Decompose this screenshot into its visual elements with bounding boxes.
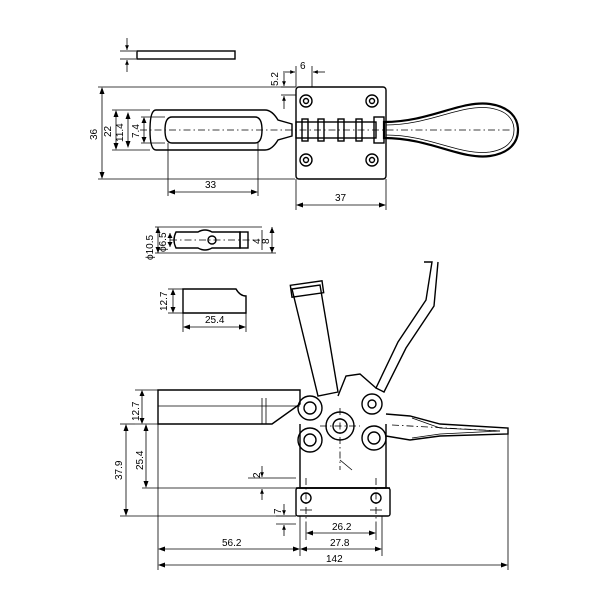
- dim-slot-inner: 11.4: [115, 123, 126, 142]
- slot: [164, 116, 263, 144]
- jaw-detail: 12.7 25.4: [159, 288, 247, 332]
- dim-jaw-height: 12.7: [159, 291, 170, 311]
- lever-hook: [375, 261, 439, 393]
- side-view: 12.7 37.9 25.4 2 7 26.2: [114, 261, 509, 570]
- handle-grip: [382, 102, 520, 158]
- dim-arm-reach: 56.2: [222, 538, 242, 549]
- pivot-joint: [361, 393, 383, 415]
- dim-top-hole-offset: 5.2: [270, 72, 281, 86]
- clamp-arm-side: [157, 389, 301, 425]
- dim-slot-width: 7.4: [131, 124, 142, 138]
- pivot-joint: [297, 427, 323, 453]
- dim-overall-height-top: 36: [89, 128, 100, 140]
- top-view: 6 5.2 36 22 11.4 7.4: [89, 38, 520, 210]
- mounting-hole: [299, 153, 313, 167]
- dim-pad-dia-inner: ϕ6.5: [158, 232, 169, 252]
- dim-pad-dia-outer: ϕ10.5: [145, 234, 156, 260]
- mounting-hole: [365, 94, 379, 108]
- dim-side-height-mid: 25.4: [135, 450, 146, 470]
- pad-detail: ϕ10.5 ϕ6.5 4 8: [145, 226, 276, 260]
- pivot-joint: [361, 425, 387, 451]
- pivot-joint: [297, 395, 323, 421]
- dim-side-height-total: 37.9: [114, 460, 125, 480]
- strap-plate: [136, 50, 236, 60]
- lever-upright: [291, 284, 339, 397]
- dim-jaw-length: 25.4: [205, 315, 225, 326]
- dim-hole-spacing-a: 26.2: [332, 522, 352, 533]
- mounting-hole: [365, 153, 379, 167]
- clamp-arm-top: [149, 109, 293, 151]
- dim-slot-length: 33: [205, 180, 217, 191]
- dim-top-hole-dia: 6: [300, 61, 306, 72]
- dim-pad-height-b: 8: [261, 238, 272, 244]
- dim-base-width: 37: [335, 193, 347, 204]
- dim-gap-small: 2: [252, 472, 263, 478]
- dim-hole-spacing-b: 27.8: [330, 538, 350, 549]
- dim-pad-height-a: 4: [252, 238, 263, 244]
- handle-side: [385, 413, 509, 441]
- dim-slot-outer: 22: [103, 125, 114, 137]
- mounting-hole: [299, 94, 313, 108]
- dim-overall-length: 142: [326, 554, 343, 565]
- dim-side-height-upper: 12.7: [131, 401, 142, 421]
- dim-base-offset: 7: [273, 508, 284, 514]
